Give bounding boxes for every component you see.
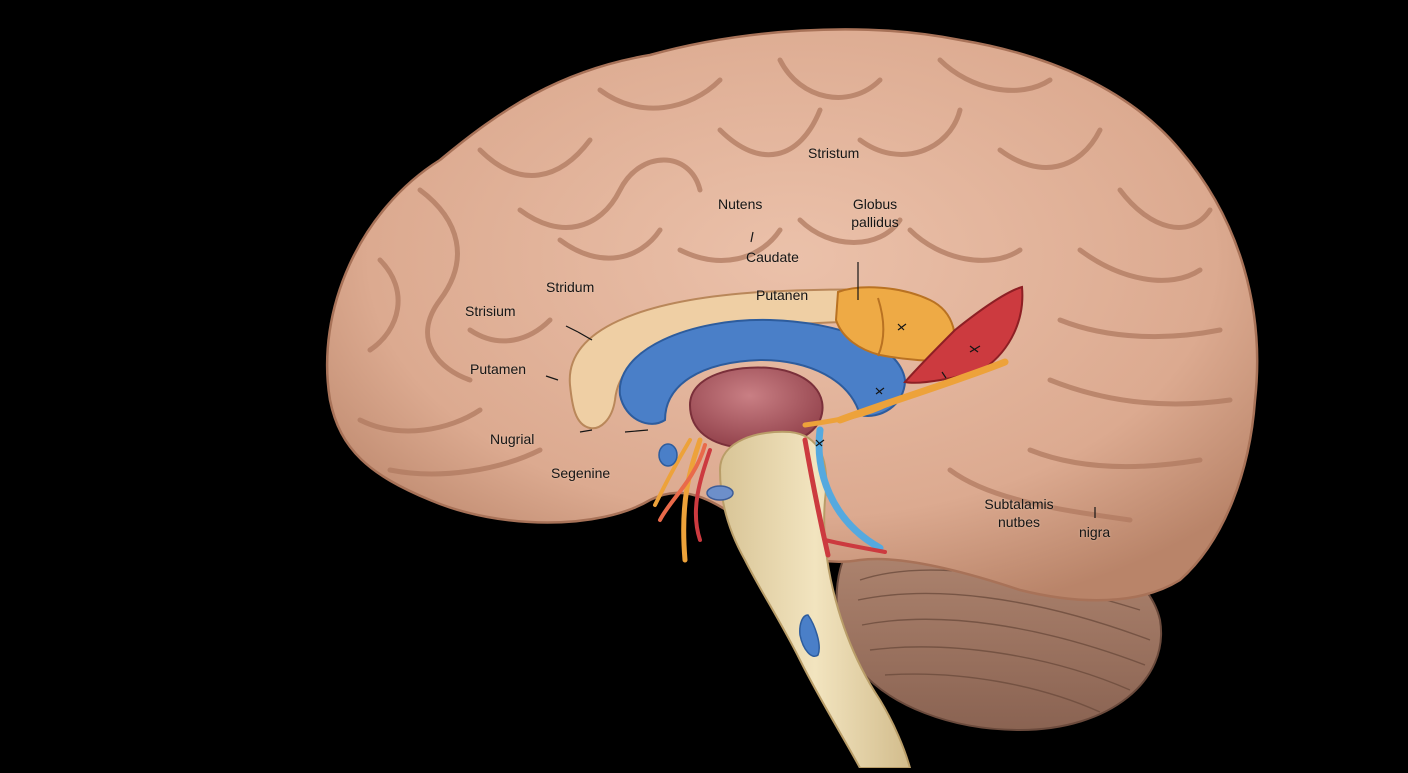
label-segenine: Segenine bbox=[551, 465, 611, 481]
globus-pallidus-divider bbox=[877, 297, 885, 357]
lateral-ventricle bbox=[618, 318, 907, 425]
label-globus: Globus bbox=[852, 196, 898, 212]
label-caudate: Caudate bbox=[746, 249, 799, 265]
label-subtalamis: Subtalamis bbox=[984, 496, 1054, 512]
label-strisium: Strisium bbox=[465, 303, 516, 319]
pituitary-blue bbox=[706, 485, 734, 501]
label-nutbes: nutbes bbox=[997, 514, 1041, 530]
leader-lines bbox=[545, 231, 1096, 518]
caudate-band bbox=[568, 288, 881, 430]
descending-tracts bbox=[653, 437, 712, 563]
cortical-sulci bbox=[357, 57, 1233, 523]
red-vessel bbox=[802, 437, 831, 558]
label-nugrial: Nugrial bbox=[490, 431, 535, 447]
thalamus bbox=[688, 366, 824, 450]
fourth-ventricle bbox=[799, 614, 820, 657]
label-putanen: Putanen bbox=[756, 287, 809, 303]
red-vessel-branch bbox=[823, 538, 887, 554]
arrow-marks bbox=[815, 323, 981, 447]
label-stridum: Stridum bbox=[546, 279, 595, 295]
label-pallidus: pallidus bbox=[851, 214, 899, 230]
label-nigra: nigra bbox=[1079, 524, 1111, 540]
brainstem bbox=[718, 430, 912, 769]
label-putamen: Putamen bbox=[470, 361, 527, 377]
small-blue-nucleus bbox=[658, 443, 678, 467]
label-nutens: Nutens bbox=[718, 196, 763, 212]
blue-tract-branch bbox=[802, 397, 898, 428]
label-stristum-top: Stristum bbox=[808, 145, 860, 161]
